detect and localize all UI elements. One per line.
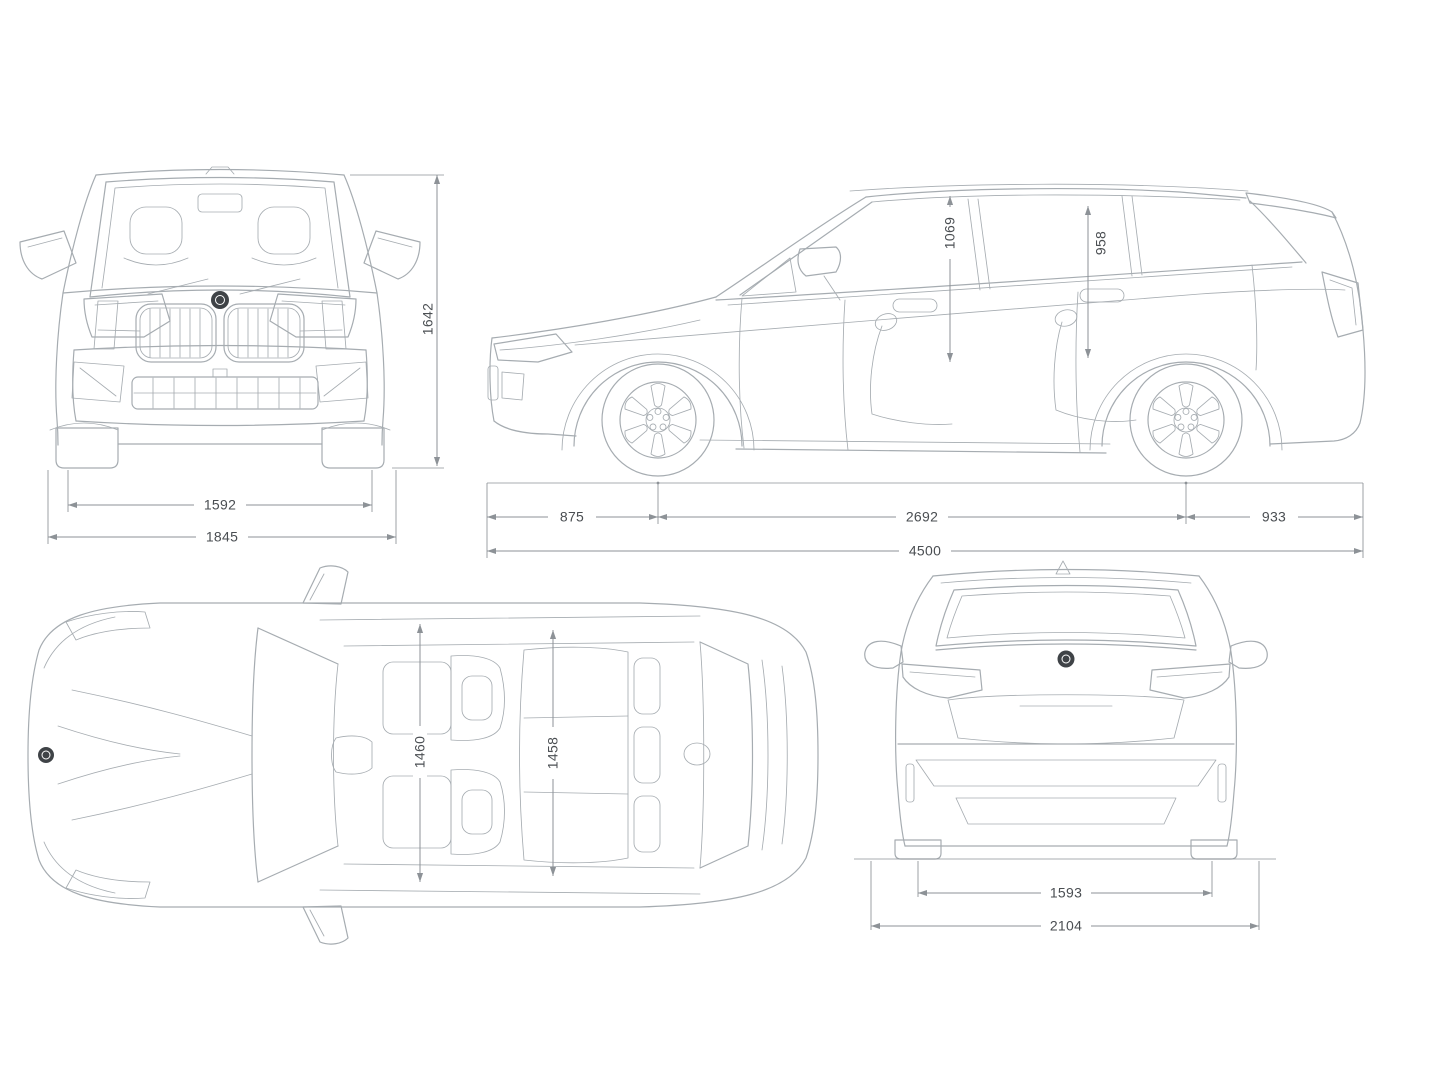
side-body-outline <box>489 183 1366 454</box>
dim-front-track: 1592 <box>204 497 236 513</box>
front-side-mirrors <box>19 230 421 280</box>
dim-overall-height: 1642 <box>420 303 436 335</box>
top-dimensions: 1460 1458 <box>412 624 561 882</box>
rear-tailgate <box>947 694 1185 745</box>
door-handles <box>892 288 1125 313</box>
rear-wheels <box>894 839 1238 860</box>
wheel-arches <box>561 353 1283 451</box>
dim-overall-length: 4500 <box>909 543 941 559</box>
top-glass <box>251 615 788 895</box>
top-view: 1460 1458 <box>27 565 819 945</box>
front-windshield <box>89 176 351 298</box>
top-bmw-roundel-logo <box>38 747 54 763</box>
headlight-left <box>83 293 171 338</box>
dim-interior-width-front: 1460 <box>412 736 428 768</box>
dim-front-overhang: 875 <box>560 509 584 525</box>
rear-bmw-roundel-logo <box>1057 650 1075 668</box>
dim-interior-width-rear: 1458 <box>545 737 561 769</box>
dim-wheelbase: 2692 <box>906 509 938 525</box>
rear-body-outline <box>895 560 1237 847</box>
dim-rear-overhang: 933 <box>1262 509 1286 525</box>
front-dimensions: 1642 1592 1845 <box>47 174 444 545</box>
rear-dimensions: 1593 2104 <box>870 861 1260 934</box>
front-wheels <box>55 427 385 469</box>
side-mirror <box>797 246 842 301</box>
rear-window <box>935 577 1197 647</box>
rear-bumper <box>897 743 1235 825</box>
rear-taillights <box>901 643 1231 699</box>
rear-view: 1593 2104 <box>854 560 1276 934</box>
front-view: 1642 1592 1845 <box>19 166 444 545</box>
dim-width-incl-mirrors: 2104 <box>1050 918 1082 934</box>
top-rear-bench <box>519 646 711 864</box>
side-front-fascia <box>487 333 573 401</box>
side-taillight <box>1321 271 1364 338</box>
dim-interior-height-rear: 958 <box>1093 231 1109 255</box>
kidney-grille <box>135 303 305 363</box>
shoulder-line <box>62 285 378 294</box>
dim-overall-width: 1845 <box>206 529 238 545</box>
antenna-fin <box>1055 560 1071 575</box>
rear-side-mirrors <box>864 640 1268 669</box>
headrest-left <box>129 206 183 255</box>
front-wheel <box>601 363 715 477</box>
door-seams <box>738 264 1258 453</box>
headlight-right <box>269 293 357 338</box>
headrest-right <box>257 206 311 255</box>
dim-rear-track: 1593 <box>1050 885 1082 901</box>
side-interior-dimensions: 1069 958 <box>942 196 1109 362</box>
side-seats <box>870 309 1137 425</box>
top-body-outline <box>27 602 819 908</box>
dim-interior-height-front: 1069 <box>942 217 958 249</box>
rearview-mirror <box>197 193 243 213</box>
side-dimensions: 875 2692 933 4500 <box>486 481 1364 559</box>
top-side-mirrors <box>302 565 349 945</box>
bmw-roundel-logo <box>211 291 229 309</box>
front-bumper <box>71 300 369 427</box>
side-view: 1069 958 875 2692 933 4500 <box>486 183 1366 559</box>
rear-wheel <box>1129 363 1243 477</box>
